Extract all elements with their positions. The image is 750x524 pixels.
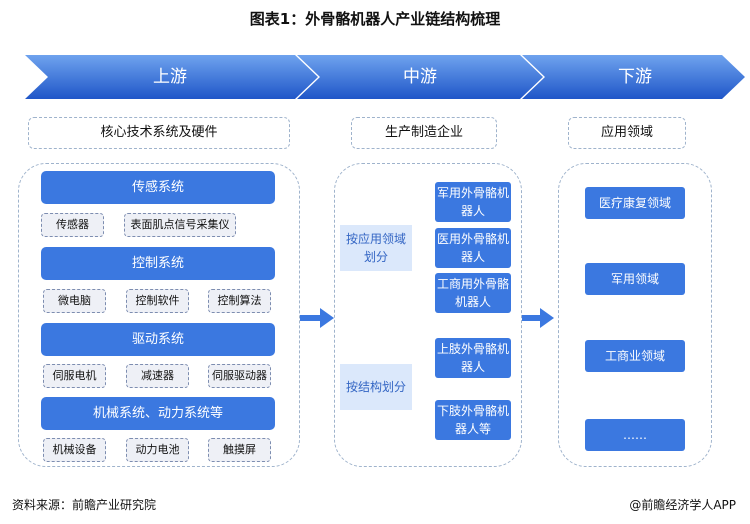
group-mechanical-power-system: 机械系统、动力系统等	[41, 397, 275, 430]
chip-reducer: 减速器	[126, 364, 189, 388]
field-more: ……	[585, 419, 685, 451]
group-sensing-system: 传感系统	[41, 171, 275, 204]
chip-sensor: 传感器	[41, 213, 104, 237]
product-commercial-exoskeleton: 工商用外骨骼机器人	[435, 273, 511, 313]
field-military: 军用领域	[585, 263, 685, 295]
chip-emg-collector: 表面肌点信号采集仪	[124, 213, 236, 237]
product-upper-limb-exoskeleton: 上肢外骨骼机器人	[435, 338, 511, 378]
product-medical-exoskeleton: 医用外骨骼机器人	[435, 228, 511, 268]
footer-source: 资料来源：前瞻产业研究院	[12, 498, 157, 512]
chip-servo-driver: 伺服驱动器	[208, 364, 271, 388]
group-control-system: 控制系统	[41, 247, 275, 280]
chip-mechanical-equipment: 机械设备	[43, 438, 106, 462]
field-medical-rehab: 医疗康复领域	[585, 187, 685, 219]
chip-servo-motor: 伺服电机	[43, 364, 106, 388]
section-label-midstream: 生产制造企业	[351, 117, 497, 149]
chip-control-algorithm: 控制算法	[208, 289, 271, 313]
flow-arrow-up-mid	[298, 308, 334, 328]
stage-midstream: 中游	[403, 67, 437, 87]
page-title: 图表1：外骨骼机器人产业链结构梳理	[249, 10, 501, 28]
chip-touchscreen: 触摸屏	[208, 438, 271, 462]
section-label-downstream: 应用领域	[568, 117, 686, 149]
field-industrial-commercial: 工商业领域	[585, 340, 685, 372]
footer-brand: @前瞻经济学人APP	[629, 498, 736, 512]
stage-downstream: 下游	[618, 67, 652, 87]
category-by-structure: 按结构划分	[340, 364, 412, 410]
product-lower-limb-exoskeleton: 下肢外骨骼机器人等	[435, 400, 511, 440]
chip-microcomputer: 微电脑	[43, 289, 106, 313]
flow-arrow-mid-down	[519, 308, 554, 328]
product-military-exoskeleton: 军用外骨骼机器人	[435, 182, 511, 222]
category-by-application: 按应用领域划分	[340, 225, 412, 271]
group-drive-system: 驱动系统	[41, 323, 275, 356]
chip-control-software: 控制软件	[126, 289, 189, 313]
stage-upstream: 上游	[153, 67, 187, 87]
section-label-upstream: 核心技术系统及硬件	[28, 117, 290, 149]
chip-power-battery: 动力电池	[126, 438, 189, 462]
